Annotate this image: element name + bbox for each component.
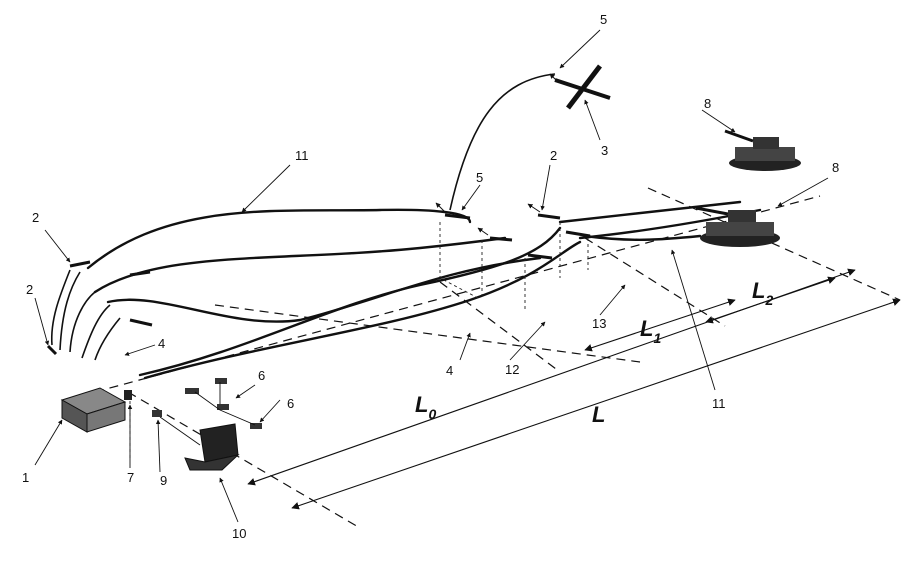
callout-labels: 1 2 2 2 3 4 4 5 5 6 6 7 8 8 9 10 11 11 1… (22, 12, 839, 541)
launcher-unit-7 (124, 390, 132, 400)
missile-icon (46, 344, 58, 356)
leader-lines (34, 29, 829, 523)
callout-5-center: 5 (476, 170, 483, 185)
laptop-cable (159, 416, 201, 446)
tank-upper (724, 129, 801, 171)
trajectory-fourth (138, 226, 562, 377)
label-l: L (592, 402, 605, 427)
label-l1-main: L (640, 316, 653, 341)
dimension-l2-line (705, 276, 836, 324)
callout-1: 1 (22, 470, 29, 485)
target-boundary-line (647, 187, 901, 301)
missile-seeker-arrow (527, 203, 541, 213)
callout-4-left: 4 (158, 336, 165, 351)
dimension-labels: L0 L1 L2 L (415, 278, 773, 427)
projection-a (439, 222, 479, 299)
callout-2-right: 2 (550, 148, 557, 163)
trajectory-to-tank-a (558, 200, 742, 224)
missile-icon (527, 253, 553, 260)
missile-icon (489, 236, 513, 242)
module-6-b (215, 378, 227, 384)
l1-end-line (584, 237, 726, 327)
dimension-lines (247, 268, 901, 510)
label-l1-sub: 1 (653, 330, 661, 346)
launch-container (60, 387, 127, 433)
tank-turret (753, 137, 779, 149)
tank-gun (724, 129, 754, 143)
tank-hull (706, 222, 774, 236)
tank-hull (735, 147, 795, 161)
label-l1: L1 (640, 316, 661, 346)
callout-5-top: 5 (600, 12, 607, 27)
label-l0-sub: 0 (428, 406, 436, 422)
label-l0-main: L (415, 392, 428, 417)
missiles (46, 202, 591, 356)
callout-7: 7 (127, 470, 134, 485)
launch-line-a (59, 271, 81, 351)
callout-4-center: 4 (446, 363, 453, 378)
callout-10: 10 (232, 526, 246, 541)
trajectories (50, 73, 762, 380)
uav-arrow-icon (549, 73, 557, 81)
module-connections (194, 382, 256, 426)
module-6-c (217, 404, 229, 410)
callout-11-top: 11 (295, 148, 309, 163)
callout-2-left-top: 2 (32, 210, 39, 225)
trajectory-fifth (143, 240, 582, 380)
uav-drone (549, 64, 611, 110)
trajectory-to-uav (449, 73, 556, 211)
tank-turret (728, 210, 756, 222)
module-6-a (185, 388, 199, 394)
launch-line-d (94, 317, 121, 361)
missile-seeker-arrow (435, 202, 446, 213)
components (124, 378, 262, 429)
callout-8-upper: 8 (704, 96, 711, 111)
module-9 (152, 410, 162, 417)
label-l2-sub: 2 (764, 292, 773, 308)
label-l0: L0 (415, 392, 436, 422)
callout-3: 3 (601, 143, 608, 158)
l1-start-line (439, 281, 561, 373)
callout-6-lower: 6 (287, 396, 294, 411)
missile-icon (565, 230, 591, 238)
callout-2-left: 2 (26, 282, 33, 297)
missile-icon (129, 318, 153, 327)
launch-baseline-line (127, 391, 361, 529)
launch-line-b (69, 291, 96, 353)
module-6-d (250, 423, 262, 429)
launch-line-e (50, 269, 71, 346)
dimension-l-line (291, 298, 901, 510)
callout-11-bottom: 11 (712, 396, 726, 411)
trajectory-to-tank-c (583, 234, 702, 241)
missile-icon (537, 213, 561, 220)
label-l2: L2 (752, 278, 773, 308)
callout-6-upper: 6 (258, 368, 265, 383)
container-front (86, 401, 126, 433)
callout-9: 9 (160, 473, 167, 488)
tank-gun (695, 206, 729, 216)
callout-13: 13 (592, 316, 606, 331)
missile-seeker-arrow (477, 227, 489, 236)
control-laptop (159, 416, 240, 471)
trajectory-upper (86, 208, 472, 270)
missile-icon (129, 270, 151, 277)
callout-8-lower: 8 (832, 160, 839, 175)
trajectory-third (106, 256, 542, 323)
trajectory-second (93, 236, 507, 294)
callout-12: 12 (505, 362, 519, 377)
tank-lower (695, 206, 780, 247)
laptop-base (184, 454, 240, 471)
label-l2-main: L (752, 278, 765, 303)
launch-line-c (81, 304, 111, 359)
missile-icon (69, 260, 91, 268)
missile-icon (444, 213, 471, 220)
uav-wing (566, 64, 602, 110)
